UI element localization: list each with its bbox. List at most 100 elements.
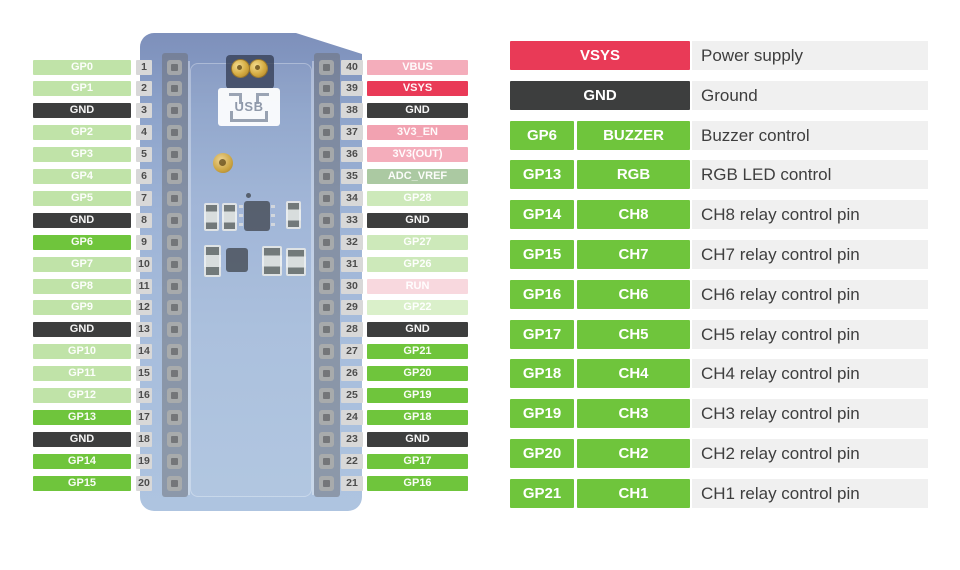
header-pad — [167, 453, 182, 469]
header-pad — [319, 103, 334, 119]
pin-label-gp18-24: GP18 — [367, 409, 468, 425]
pin-label-gnd-18: GND — [33, 431, 131, 447]
pin-number-9: 9 — [136, 234, 152, 250]
pin-label-gnd-13: GND — [33, 322, 131, 338]
pin-label-gp12-16: GP12 — [33, 388, 131, 403]
legend-badge-gp20: GP20 — [510, 439, 574, 468]
pin-label-run-30: RUN — [367, 278, 468, 294]
header-pad — [167, 212, 182, 228]
header-pad — [319, 431, 334, 447]
legend-description: CH1 relay control pin — [692, 478, 928, 508]
header-pad — [167, 366, 182, 382]
pin-label-gp19-25: GP19 — [367, 388, 468, 403]
board-edge-line-right — [312, 61, 314, 495]
pin-label-gnd-38: GND — [367, 103, 468, 119]
pin-label-gnd-8: GND — [33, 212, 131, 228]
pin-label-gp15-20: GP15 — [33, 475, 131, 491]
pin-label-gp17-22: GP17 — [367, 453, 468, 469]
legend-badge-ch4: CH4 — [577, 359, 690, 389]
pin-header-right — [314, 53, 340, 497]
legend-description: CH7 relay control pin — [692, 240, 928, 269]
smd-resistor — [286, 248, 306, 276]
usb-shield-pin-icon — [249, 59, 268, 78]
smd-resistor — [204, 203, 219, 231]
legend-description: Ground — [692, 80, 928, 110]
legend-badge-gp18: GP18 — [510, 359, 574, 389]
legend-description: CH8 relay control pin — [692, 200, 928, 230]
legend-badge-ch3: CH3 — [577, 399, 690, 429]
pin-number-34: 34 — [341, 190, 363, 206]
pin-label-gp11-15: GP11 — [33, 366, 131, 382]
pin-number-25: 25 — [341, 388, 363, 403]
pin-label-gp13-17: GP13 — [33, 409, 131, 425]
pin-number-18: 18 — [136, 431, 152, 447]
pin-label-3v3_en-37: 3V3_EN — [367, 125, 468, 141]
smd-transistor — [226, 248, 248, 272]
pin-label-gp14-19: GP14 — [33, 453, 131, 469]
pico-board-photo: USB — [140, 33, 362, 511]
smd-resistor — [204, 245, 221, 277]
pin-number-23: 23 — [341, 431, 363, 447]
legend-description: Buzzer control — [692, 120, 928, 150]
pin-label-adc_vref-35: ADC_VREF — [367, 169, 468, 184]
legend-badge-ch2: CH2 — [577, 439, 690, 468]
pin-label-gp16-21: GP16 — [367, 475, 468, 491]
header-pad — [319, 453, 334, 469]
legend-description: CH2 relay control pin — [692, 439, 928, 468]
header-pad — [167, 234, 182, 250]
header-pad — [319, 366, 334, 382]
smd-dot — [246, 193, 251, 198]
pin-number-17: 17 — [136, 409, 152, 425]
header-pad — [167, 322, 182, 338]
pin-label-gp28-34: GP28 — [367, 190, 468, 206]
pin-label-gp1-2: GP1 — [33, 81, 131, 97]
pin-number-15: 15 — [136, 366, 152, 382]
pin-label-gp0-1: GP0 — [33, 59, 131, 75]
pin-label-gp8-11: GP8 — [33, 278, 131, 294]
pin-number-14: 14 — [136, 344, 152, 360]
header-pad — [319, 81, 334, 97]
pin-number-11: 11 — [136, 278, 152, 294]
pin-label-gp20-26: GP20 — [367, 366, 468, 382]
legend-badge-vsys: VSYS — [510, 41, 690, 70]
header-pad — [319, 300, 334, 316]
pin-number-19: 19 — [136, 453, 152, 469]
usb-icon-bracket — [230, 111, 268, 122]
header-pad — [167, 256, 182, 272]
pin-label-gnd-28: GND — [367, 322, 468, 338]
pin-number-2: 2 — [136, 81, 152, 97]
pin-number-7: 7 — [136, 190, 152, 206]
legend-description: CH6 relay control pin — [692, 279, 928, 309]
header-pad — [167, 475, 182, 491]
header-pad — [319, 475, 334, 491]
pin-number-31: 31 — [341, 256, 363, 272]
pin-number-35: 35 — [341, 169, 363, 184]
legend-badge-gp6: GP6 — [510, 120, 574, 150]
pin-label-vsys-39: VSYS — [367, 81, 468, 97]
header-pad — [319, 59, 334, 75]
legend-description: RGB LED control — [692, 160, 928, 190]
header-pad — [167, 147, 182, 163]
pin-number-21: 21 — [341, 475, 363, 491]
legend-description: Power supply — [692, 41, 928, 70]
header-pad — [319, 344, 334, 360]
pin-label-gp22-29: GP22 — [367, 300, 468, 316]
pin-number-26: 26 — [341, 366, 363, 382]
pin-label-gp6-9: GP6 — [33, 234, 131, 250]
legend-badge-buzzer: BUZZER — [577, 120, 690, 150]
pin-number-30: 30 — [341, 278, 363, 294]
usb-icon-tab — [229, 93, 242, 104]
header-pad — [167, 409, 182, 425]
pin-number-29: 29 — [341, 300, 363, 316]
header-pad — [319, 190, 334, 206]
header-pad — [167, 278, 182, 294]
pin-number-24: 24 — [341, 409, 363, 425]
pin-number-38: 38 — [341, 103, 363, 119]
header-pad — [319, 278, 334, 294]
header-pad — [167, 300, 182, 316]
header-pad — [319, 234, 334, 250]
legend-badge-gp16: GP16 — [510, 279, 574, 309]
mounting-hole-icon — [213, 153, 233, 173]
pin-label-3v3(out)-36: 3V3(OUT) — [367, 147, 468, 163]
